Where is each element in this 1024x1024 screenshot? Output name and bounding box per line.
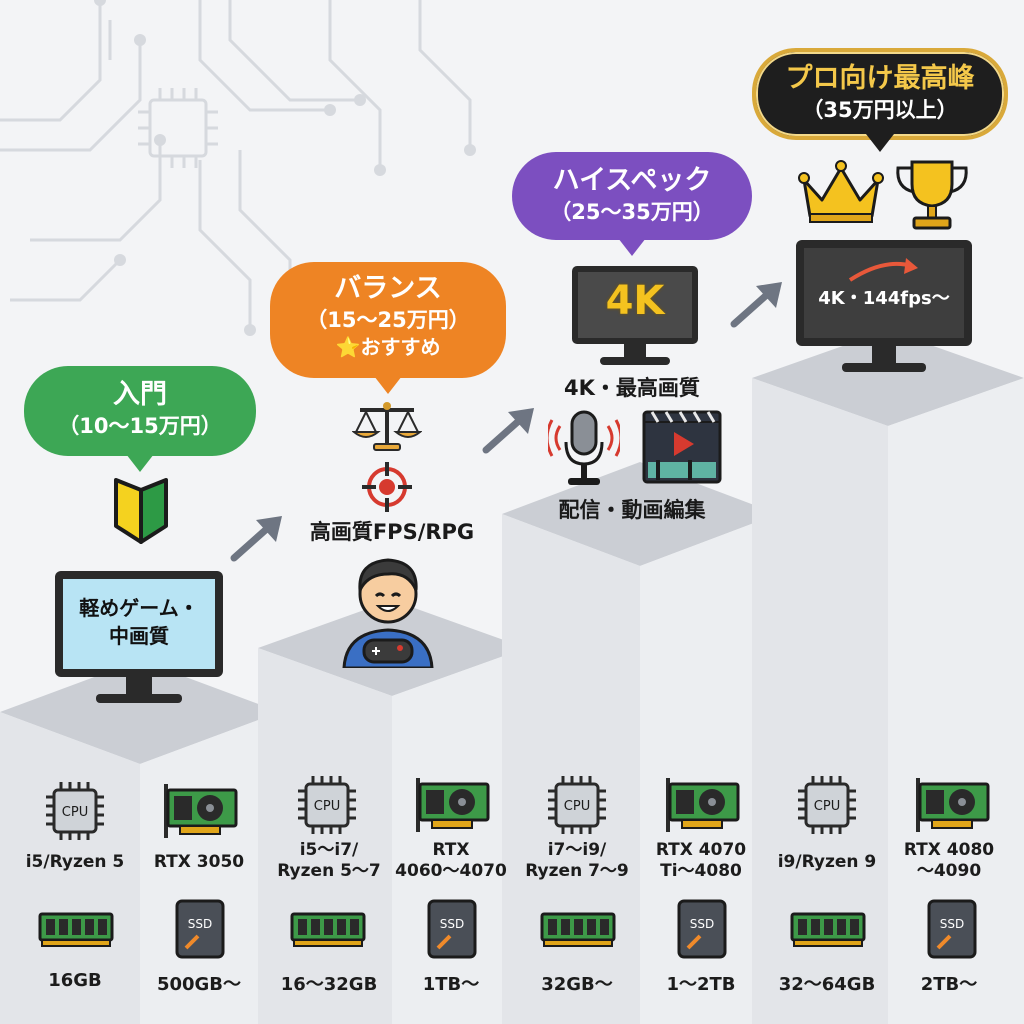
crosshair-icon <box>362 462 412 512</box>
gpu-icon <box>916 778 990 832</box>
feature-label: 高画質FPS/RPG <box>309 520 475 544</box>
cpu-spec: i7〜i9/ Ryzen 7〜9 <box>525 840 629 881</box>
tier-badge-balance: バランス （15〜25万円） ⭐おすすめ <box>270 262 506 394</box>
tier-price: （35万円以上） <box>802 98 958 122</box>
ssd-chip-label: SSD <box>690 917 714 931</box>
tier-badge-pro: プロ向け最高峰 （35万円以上） <box>752 48 1008 152</box>
trophy-icon <box>896 160 968 230</box>
ssd-icon: SSD <box>927 899 977 959</box>
recommended-note: ⭐おすすめ <box>335 335 441 359</box>
tier-price: （15〜25万円） <box>306 308 470 332</box>
gpu-spec: RTX 3050 <box>153 852 245 872</box>
cpu-spec: i5/Ryzen 5 <box>25 852 125 872</box>
step-up-arrow-icon <box>730 282 782 328</box>
feature-label: 4K・最高画質 <box>564 376 700 400</box>
ram-spec: 16GB <box>48 970 102 991</box>
monitor-icon <box>55 571 223 703</box>
tier-title: バランス <box>334 273 442 304</box>
ram-spec: 16〜32GB <box>280 974 378 995</box>
monitor-icon <box>796 240 972 372</box>
cpu-icon: CPU <box>548 776 606 834</box>
step-up-arrow-icon <box>230 516 282 562</box>
ssd-icon: SSD <box>175 899 225 959</box>
cpu-chip-label: CPU <box>62 805 88 820</box>
ssd-chip-label: SSD <box>440 917 464 931</box>
ram-spec: 32GB〜 <box>541 974 613 995</box>
video-editing-icon <box>642 410 722 484</box>
tier-title: ハイスペック <box>552 165 712 196</box>
cpu-icon: CPU <box>46 782 104 840</box>
tier-badge-high: ハイスペック （25〜35万円） <box>512 152 752 256</box>
ssd-icon: SSD <box>427 899 477 959</box>
ram-icon <box>790 912 866 947</box>
tier-price: （10〜15万円） <box>58 414 222 438</box>
ram-spec: 32〜64GB <box>778 974 876 995</box>
chip-decoration <box>138 88 218 168</box>
ram-icon <box>290 912 366 947</box>
monitor-screen-text: 4K <box>605 278 665 324</box>
ssd-chip-label: SSD <box>188 917 212 931</box>
cpu-icon: CPU <box>298 776 356 834</box>
cpu-chip-label: CPU <box>564 799 590 814</box>
cpu-chip-label: CPU <box>814 799 840 814</box>
gpu-spec: RTX 4070 Ti〜4080 <box>655 840 747 881</box>
beginner-mark-icon <box>114 478 168 544</box>
ssd-icon: SSD <box>677 899 727 959</box>
storage-spec: 2TB〜 <box>920 974 978 995</box>
ssd-chip-label: SSD <box>940 917 964 931</box>
crown-icon <box>798 160 884 223</box>
tier-price: （25〜35万円） <box>550 200 714 224</box>
circuit-pattern <box>0 0 472 330</box>
cpu-icon: CPU <box>798 776 856 834</box>
ram-icon <box>540 912 616 947</box>
gpu-icon <box>666 778 740 832</box>
tier-badge-entry: 入門 （10〜15万円） <box>24 366 256 472</box>
monitor-screen-text: 4K・144fps〜 <box>818 288 950 309</box>
microphone-icon <box>548 410 620 485</box>
gpu-spec: RTX 4080 〜4090 <box>903 840 995 881</box>
feature-label: 配信・動画編集 <box>558 498 706 522</box>
tier-title: 入門 <box>113 379 167 410</box>
ram-icon <box>38 912 114 947</box>
tier-title: プロ向け最高峰 <box>785 63 975 94</box>
storage-spec: 1〜2TB <box>666 974 736 995</box>
gpu-spec: RTX 4060〜4070 <box>395 840 507 881</box>
monitor-icon <box>572 266 698 365</box>
cpu-spec: i5〜i7/ Ryzen 5〜7 <box>277 840 381 881</box>
monitor-screen-text: 軽めゲーム・ 中画質 <box>79 596 199 648</box>
storage-spec: 500GB〜 <box>156 974 242 995</box>
gpu-icon <box>416 778 490 832</box>
gpu-icon <box>164 784 238 838</box>
cpu-chip-label: CPU <box>314 799 340 814</box>
storage-spec: 1TB〜 <box>422 974 480 995</box>
balance-scale-icon <box>352 402 422 451</box>
gamer-avatar-icon <box>342 558 434 668</box>
cpu-spec: i9/Ryzen 9 <box>777 852 877 872</box>
step-up-arrow-icon <box>482 408 534 454</box>
